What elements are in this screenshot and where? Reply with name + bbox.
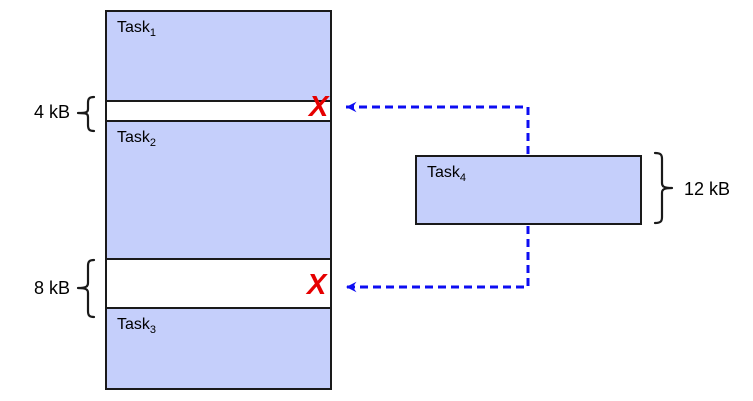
memory-segment-task1: Task1 [107, 12, 330, 102]
reject-x-gap-8kb: X [307, 269, 327, 301]
memory-segment-free-gap-8kb [107, 260, 330, 309]
brace-12kb-icon [653, 151, 674, 225]
incoming-task4-box: Task4 [415, 155, 642, 225]
gap2-size-label: 8 kB [33, 278, 70, 298]
task4-label: Task4 [427, 164, 467, 185]
task4-size-label: 12 kB [684, 179, 731, 199]
reject-x-gap-4kb: X [309, 91, 329, 123]
arrow-task4-to-4kb-gap [346, 101, 530, 154]
task3-label: Task3 [117, 316, 157, 337]
task1-label: Task1 [117, 19, 157, 40]
memory-segment-free-gap-4kb [107, 102, 330, 122]
task2-label: Task2 [117, 129, 157, 150]
brace-4kb-icon [76, 95, 96, 133]
brace-8kb-icon [76, 258, 96, 319]
memory-segment-task2: Task2 [107, 122, 330, 260]
memory-segment-task3: Task3 [107, 309, 330, 388]
memory-column: Task1 Task2 Task3 [105, 10, 332, 390]
arrow-task4-to-8kb-gap [346, 226, 530, 293]
gap1-size-label: 4 kB [33, 102, 70, 122]
